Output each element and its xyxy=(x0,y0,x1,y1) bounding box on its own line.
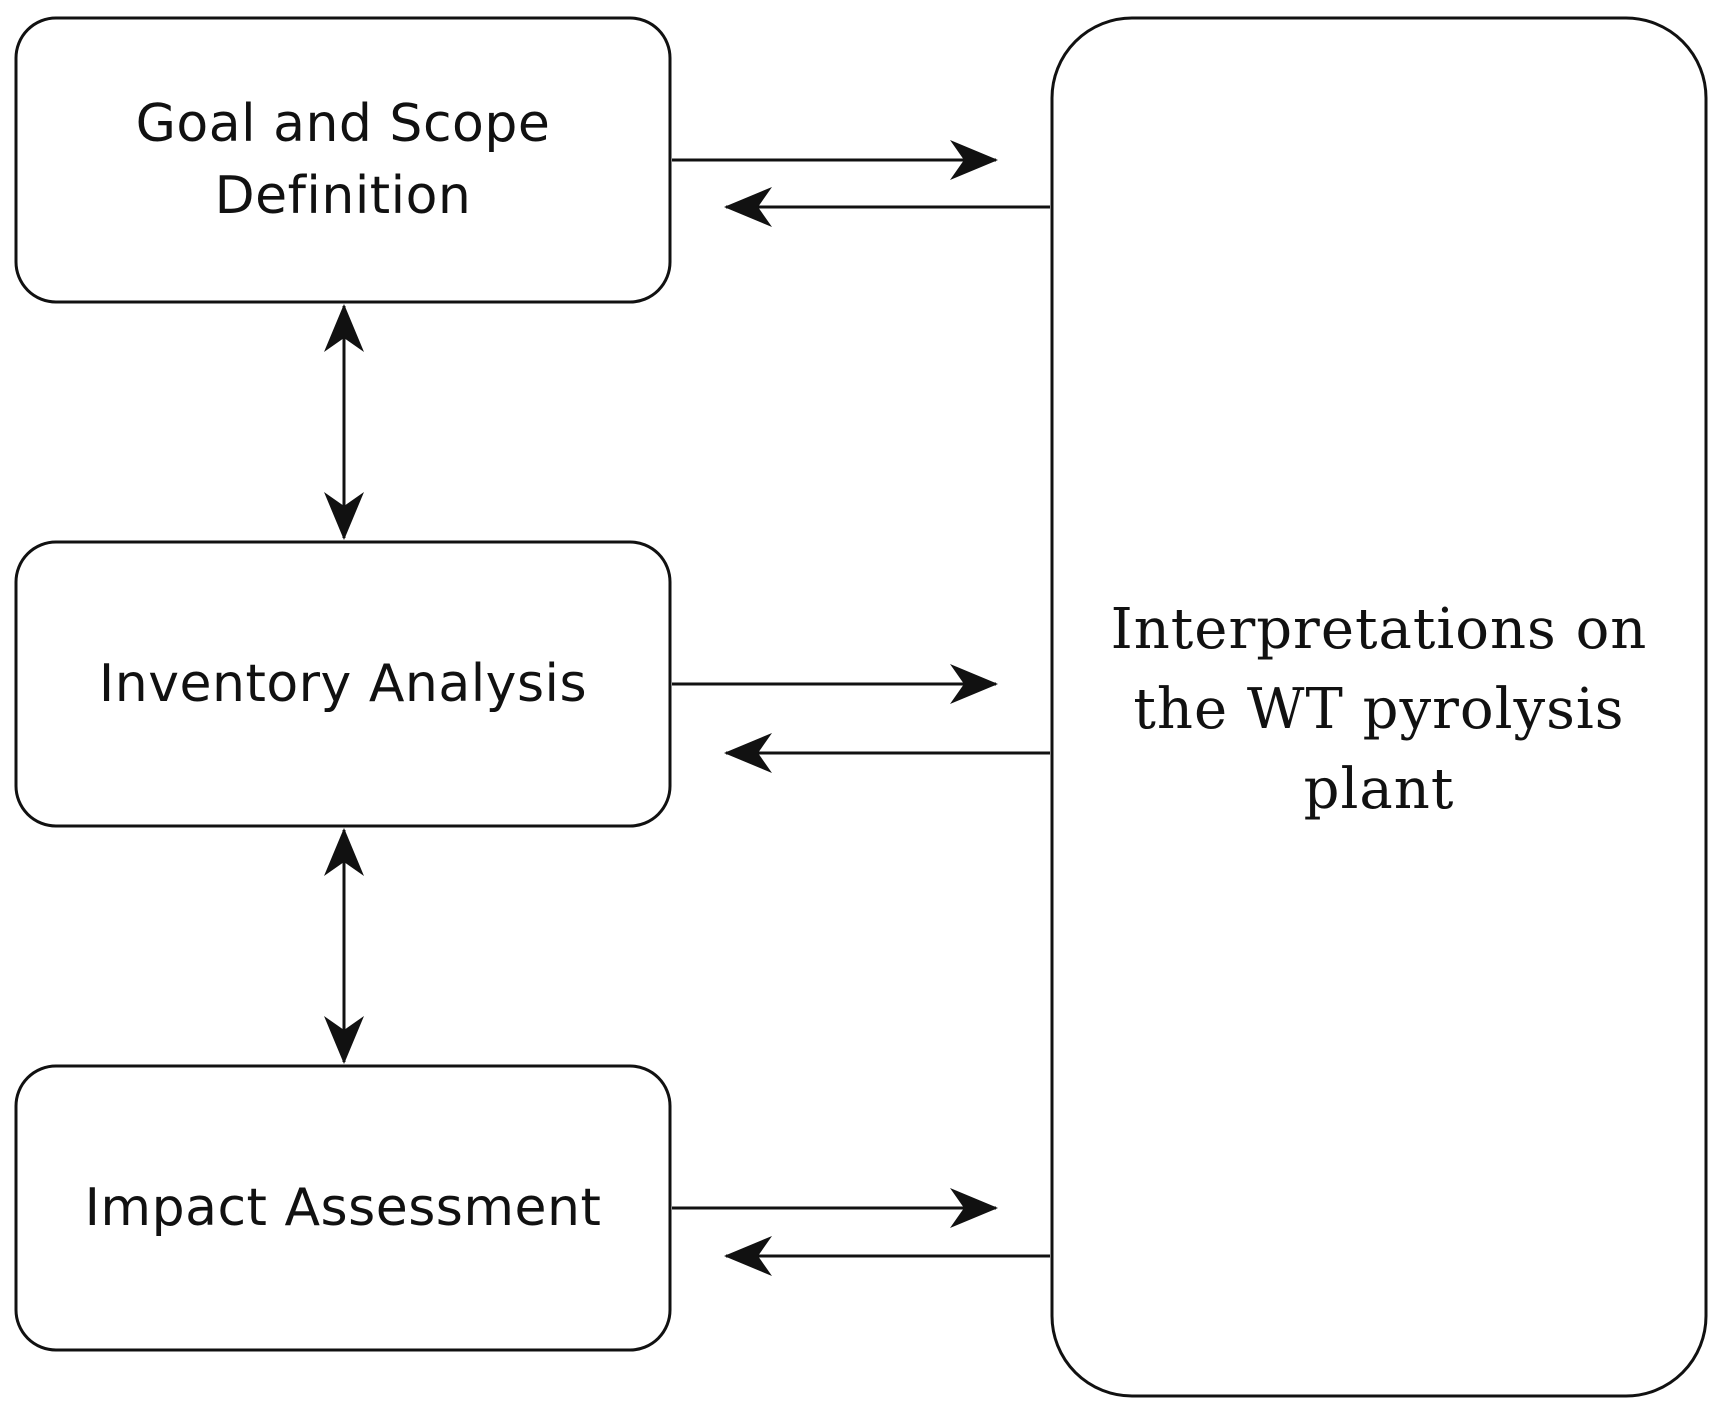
impact-assessment-box xyxy=(14,1064,672,1352)
impact-assessment-label-wrap: Impact Assessment xyxy=(16,1066,670,1350)
impact-assessment-label: Impact Assessment xyxy=(84,1178,602,1238)
interpretations-box xyxy=(1050,16,1708,1398)
inventory-analysis-box xyxy=(14,540,672,828)
interpretations-label-wrap: Interpretations on the WT pyrolysis plan… xyxy=(1052,560,1706,860)
goal-scope-label: Goal and Scope Definition xyxy=(135,94,551,226)
interpretations-label: Interpretations on the WT pyrolysis plan… xyxy=(1110,597,1648,822)
goal-scope-box xyxy=(14,16,672,304)
inventory-analysis-label-wrap: Inventory Analysis xyxy=(16,542,670,826)
goal-scope-label-wrap: Goal and Scope Definition xyxy=(16,18,670,302)
inventory-analysis-label: Inventory Analysis xyxy=(98,654,588,714)
